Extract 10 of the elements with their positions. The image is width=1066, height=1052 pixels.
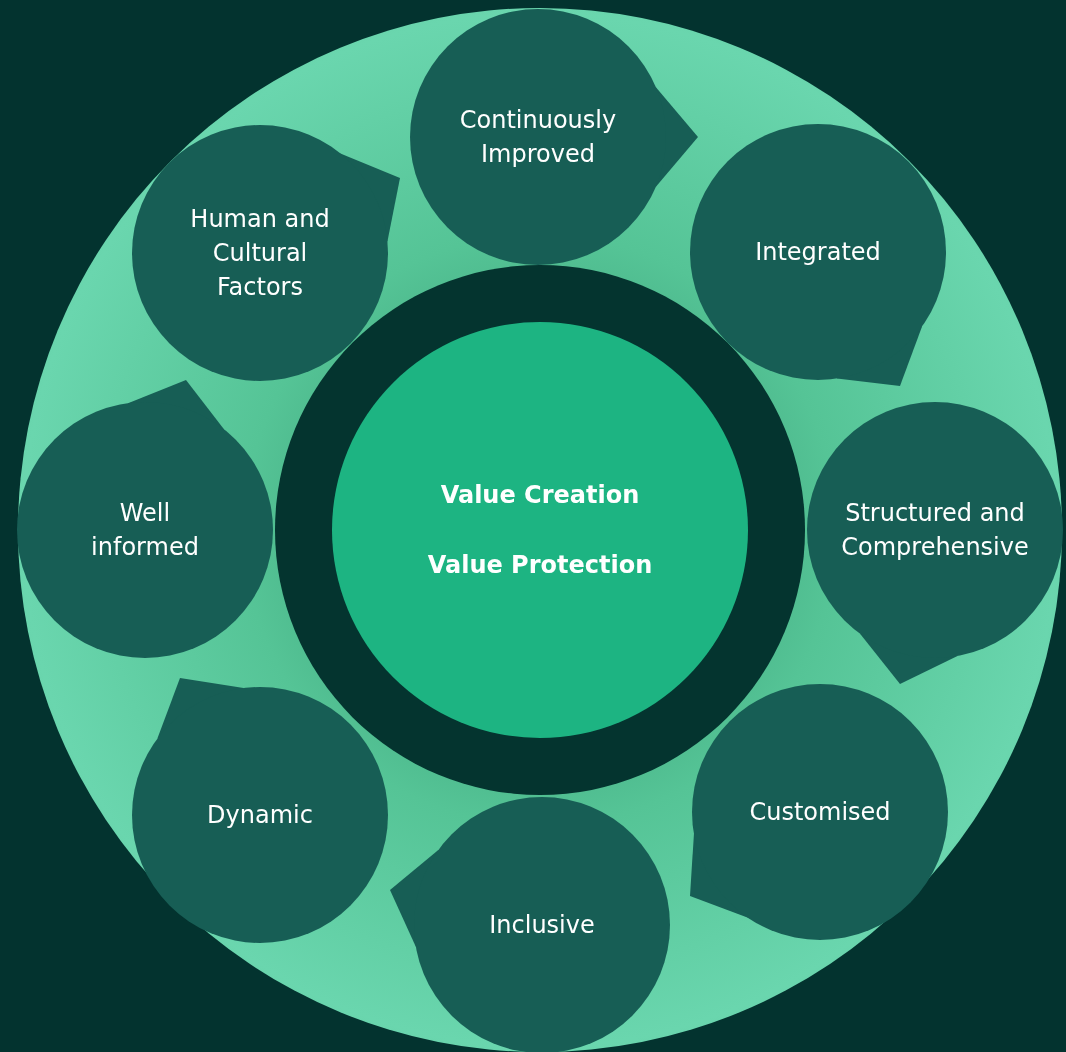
- bubble-label: Well informed: [90, 498, 200, 563]
- center-label: Value Creation: [440, 480, 640, 511]
- bubble-label: Structured and Comprehensive: [840, 498, 1030, 563]
- bubble-label: Customised: [748, 797, 892, 828]
- bubble-label: Dynamic: [206, 800, 314, 831]
- bubble-label: Human and Cultural Factors: [189, 204, 331, 303]
- center-label: Value Protection: [427, 550, 653, 581]
- bubble-label: Continuously Improved: [458, 105, 618, 170]
- bubble-label: Integrated: [754, 237, 882, 268]
- bubble-label: Inclusive: [488, 910, 596, 941]
